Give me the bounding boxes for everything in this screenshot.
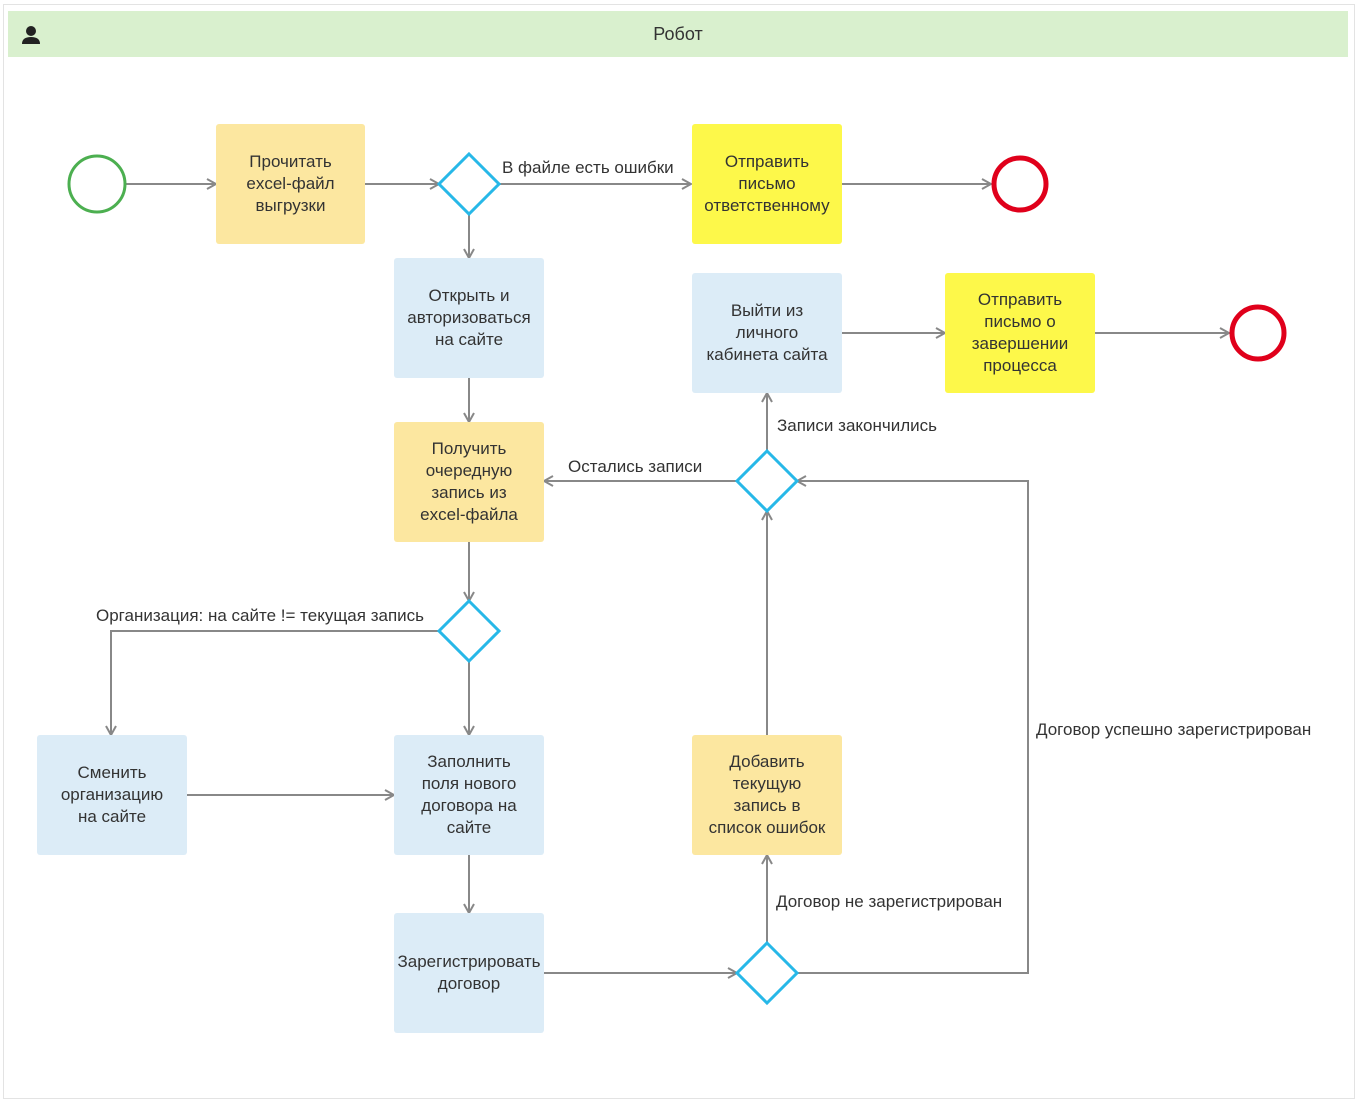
start-event [67,154,127,214]
task-fill-fields: Заполнить поля нового договора на сайте [394,735,544,855]
task-logout: Выйти из личного кабинета сайта [692,273,842,393]
task-label: Получить очередную запись из excel-файла [420,439,518,524]
task-label: Заполнить поля нового договора на сайте [421,752,517,837]
end-event-completion [1229,304,1287,362]
task-label: Отправить письмо о завершении процесса [971,290,1069,375]
user-icon [22,26,40,44]
arrow-result-gateway-to-records-gateway [797,481,1029,974]
task-label: Прочитать excel-файл выгрузки [246,152,335,215]
label-records-remaining: Остались записи [568,457,703,476]
flow-arrows [111,184,1229,973]
task-add-to-errors: Добавить текущую запись в список ошибок [692,735,842,855]
end-event-errors [991,155,1049,213]
task-label: Сменить организацию на сайте [60,763,164,826]
task-label: Зарегистрировать договор [397,952,541,993]
task-change-org: Сменить организацию на сайте [37,735,187,855]
gateway-registration-result [734,940,800,1006]
arrow-org-gateway-to-change-org [111,630,439,735]
task-label: Добавить текущую запись в список ошибок [708,752,826,837]
task-open-and-login: Открыть и авторизоваться на сайте [394,258,544,378]
task-label: Отправить письмо ответственному [704,152,830,215]
task-register-contract: Зарегистрировать договор [394,913,544,1033]
diagram-frame [3,4,1355,1099]
label-contract-not-registered: Договор не зарегистрирован [776,892,1003,911]
label-file-has-errors: В файле есть ошибки [502,158,674,177]
label-org-mismatch: Организация: на сайте != текущая запись [96,606,424,625]
label-contract-registered: Договор успешно зарегистрирован [1036,720,1312,739]
task-label: Выйти из личного кабинета сайта [706,301,828,364]
label-records-finished: Записи закончились [777,416,937,435]
task-read-excel: Прочитать excel-файл выгрузки [216,124,365,244]
gateway-file-check [436,151,502,217]
task-send-to-responsible: Отправить письмо ответственному [692,124,842,244]
gateway-records-check [734,448,800,514]
task-get-next-record: Получить очередную запись из excel-файла [394,422,544,542]
lane-title: Робот [653,24,703,44]
task-label: Открыть и авторизоваться на сайте [407,286,531,349]
task-send-completion: Отправить письмо о завершении процесса [945,273,1095,393]
gateway-org-check [436,598,502,664]
lane-header: Робот [8,11,1348,57]
